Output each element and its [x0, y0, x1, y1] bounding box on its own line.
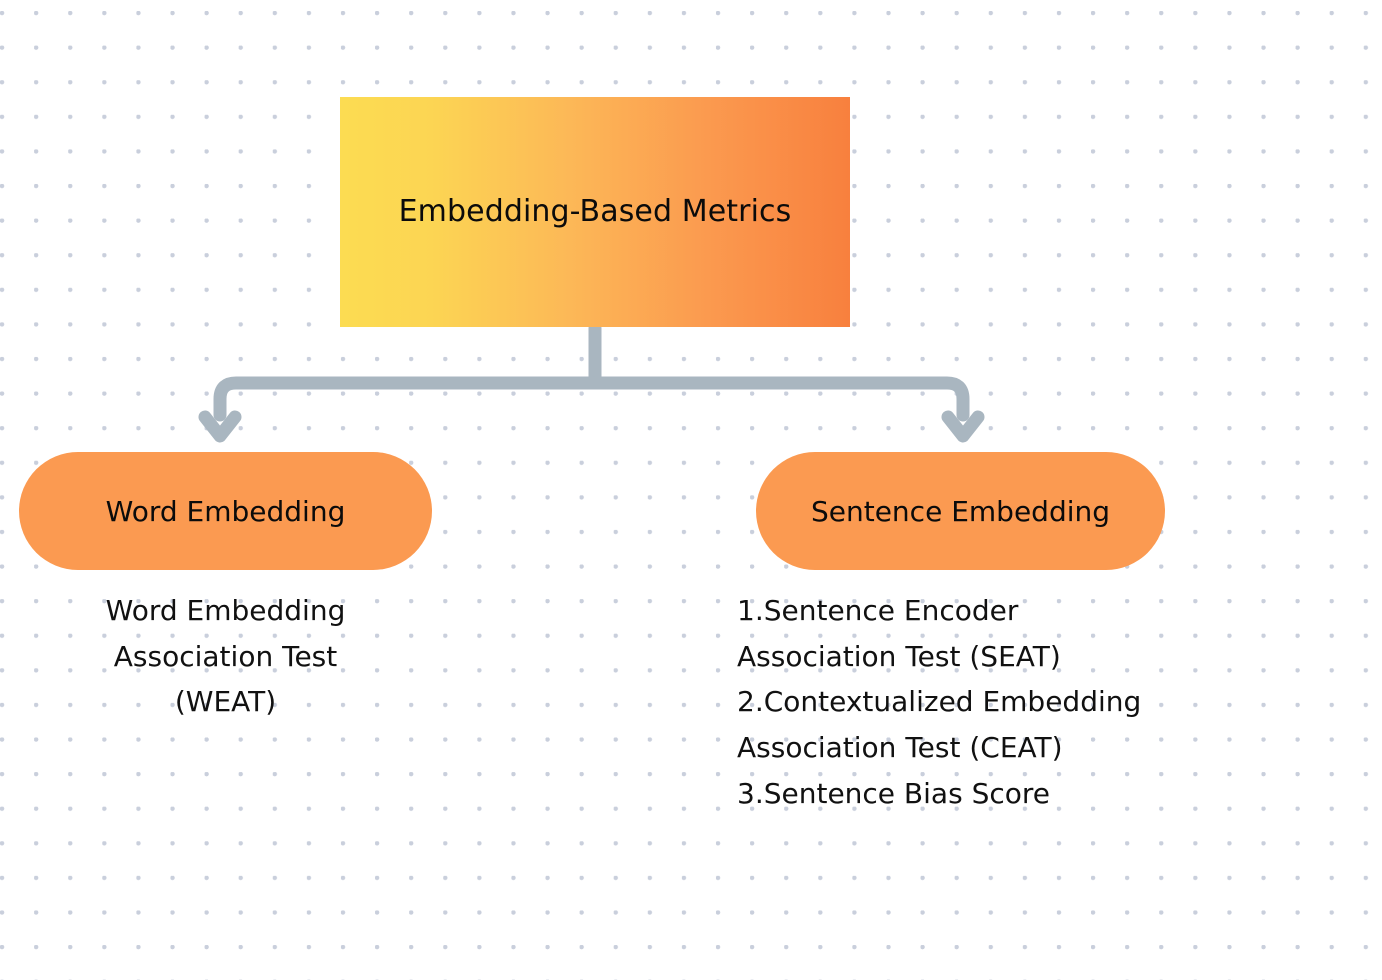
connector-right-elbow — [588, 376, 970, 422]
description-sentence-embedding: 1.Sentence Encoder Association Test (SEA… — [737, 594, 1142, 810]
description-word-embedding: Word Embedding Association Test (WEAT) — [105, 594, 346, 719]
arrowhead-left-icon — [198, 410, 242, 443]
node-sentence-embedding[interactable]: Sentence Embedding — [756, 452, 1165, 570]
node-word-embedding-label: Word Embedding — [105, 494, 346, 528]
root-node-embedding-based-metrics[interactable]: Embedding-Based Metrics — [340, 97, 850, 327]
connector-left-elbow — [213, 376, 602, 422]
node-sentence-embedding-label: Sentence Embedding — [810, 494, 1111, 528]
arrowhead-right-icon — [941, 410, 985, 443]
root-node-shape — [340, 97, 850, 327]
node-word-embedding[interactable]: Word Embedding — [19, 452, 432, 570]
root-node-label: Embedding-Based Metrics — [398, 194, 792, 230]
